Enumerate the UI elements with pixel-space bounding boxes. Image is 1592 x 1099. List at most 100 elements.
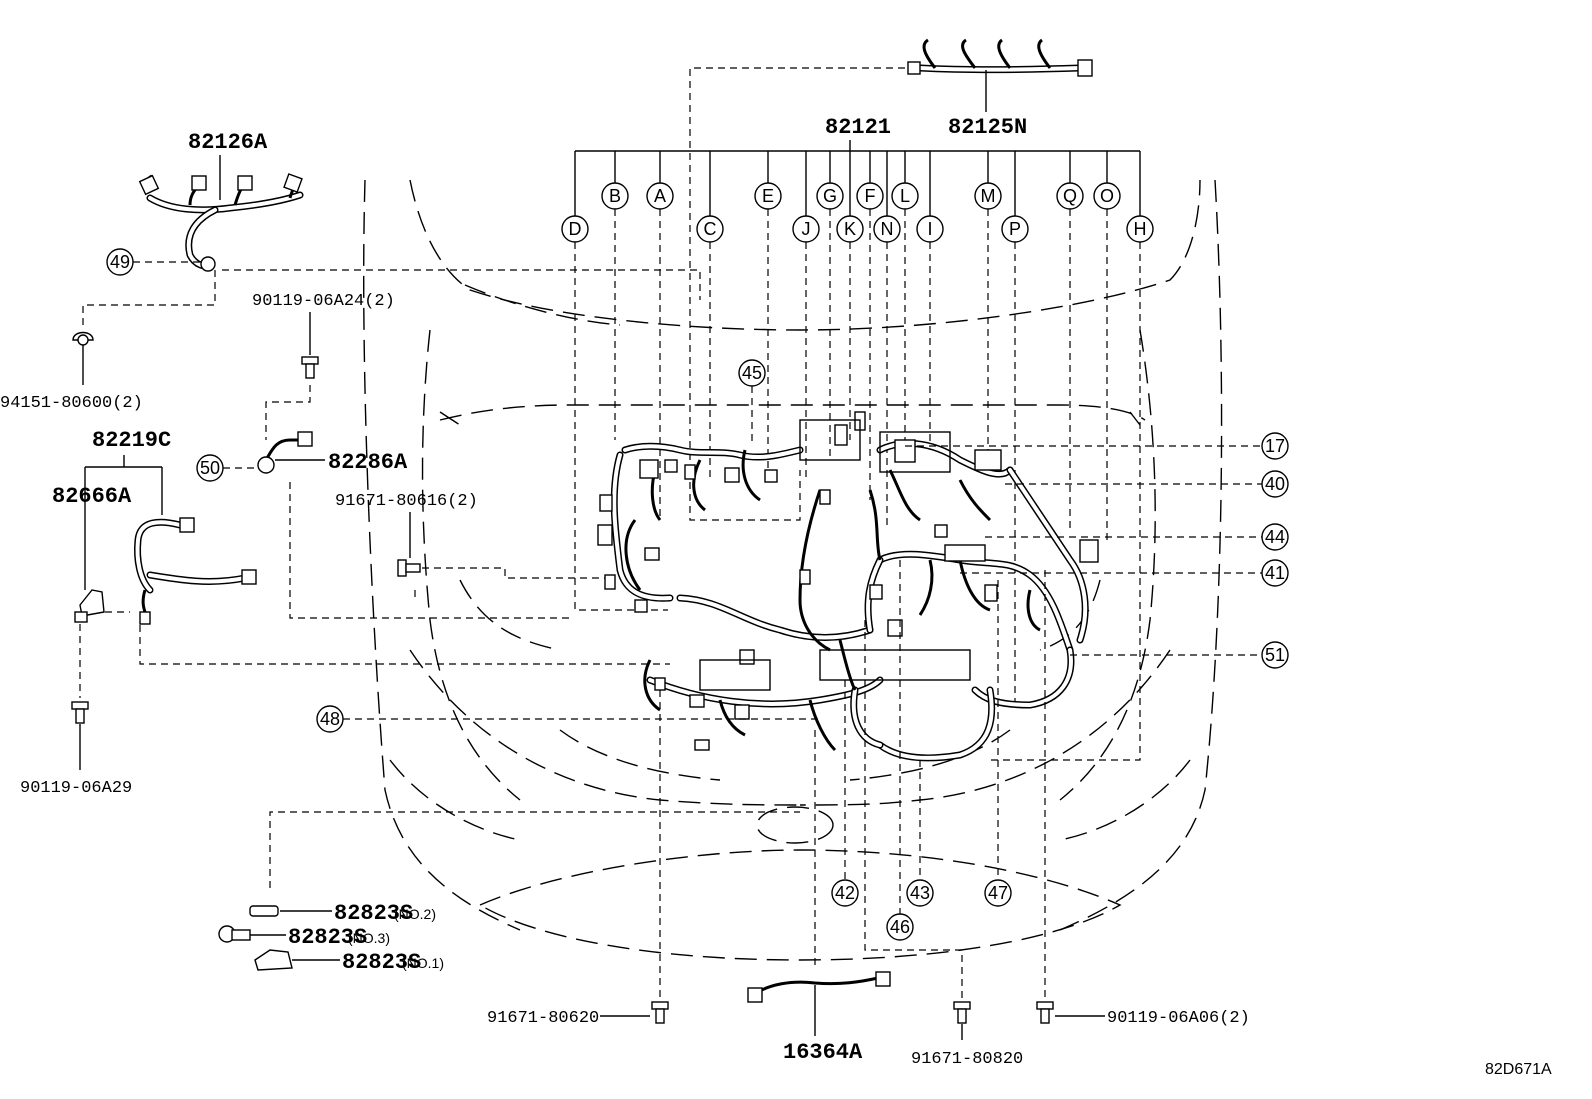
connector-k: K — [836, 215, 864, 243]
svg-text:J: J — [802, 219, 811, 239]
connector-d: D — [561, 215, 589, 243]
callout-42: 42 — [831, 680, 859, 907]
harness-82219c — [74, 455, 257, 625]
note-no3: (NO.3) — [348, 930, 390, 946]
callout-17: 17 — [905, 432, 1289, 460]
callout-43: 43 — [906, 760, 934, 907]
connector-m: M — [974, 182, 1002, 210]
svg-text:A: A — [654, 186, 666, 206]
part-90119-06a24-label: 90119-06A24(2) — [252, 292, 395, 311]
svg-text:N: N — [881, 219, 894, 239]
callout-41: 41 — [960, 559, 1289, 587]
connector-leader-lines — [574, 67, 1141, 761]
svg-text:17: 17 — [1265, 436, 1285, 456]
connector-p: P — [1001, 215, 1029, 243]
part-16364a-label: 16364A — [783, 1040, 863, 1065]
part-82823s-no3-label: 82823S — [288, 925, 367, 950]
connector-q: Q — [1056, 182, 1084, 210]
bolt-91671-80820 — [864, 620, 971, 1040]
svg-text:48: 48 — [320, 709, 340, 729]
note-no2: (NO.2) — [394, 906, 436, 922]
svg-text:C: C — [704, 219, 717, 239]
callout-46: 46 — [886, 560, 914, 941]
connector-l: L — [891, 182, 919, 210]
part-94151-80600-label: 94151-80600(2) — [0, 394, 143, 413]
connector-f: F — [856, 182, 884, 210]
clip-94151-80600 — [72, 331, 94, 385]
svg-text:B: B — [609, 186, 621, 206]
vehicle-body-outline — [363, 179, 1223, 961]
sensor-16364a — [747, 730, 891, 1036]
svg-text:42: 42 — [835, 883, 855, 903]
svg-text:45: 45 — [742, 363, 762, 383]
part-91671-80820-label: 91671-80820 — [911, 1050, 1023, 1069]
note-no1: (NO.1) — [402, 955, 444, 971]
connector-letter-circles: D B A C E J G K F N L I M P Q O H — [561, 182, 1154, 243]
connector-b: B — [601, 182, 629, 210]
svg-text:L: L — [900, 186, 910, 206]
svg-text:O: O — [1100, 186, 1114, 206]
svg-text:44: 44 — [1265, 527, 1285, 547]
connector-g: G — [816, 182, 844, 210]
part-82121-label: 82121 — [825, 115, 891, 140]
connector-c: C — [696, 215, 724, 243]
svg-text:46: 46 — [890, 917, 910, 937]
connector-i: I — [916, 215, 944, 243]
connector-o: O — [1093, 182, 1121, 210]
connector-e: E — [754, 182, 782, 210]
callout-51: 51 — [1070, 641, 1289, 669]
callout-40: 40 — [1005, 470, 1289, 498]
svg-text:M: M — [981, 186, 996, 206]
bolt-91671-80620 — [600, 690, 669, 1024]
part-82823s-no2-label: 82823S — [334, 901, 413, 926]
svg-text:G: G — [823, 186, 837, 206]
svg-text:50: 50 — [200, 458, 220, 478]
bolt-91671-80616 — [397, 512, 421, 577]
svg-text:K: K — [844, 219, 856, 239]
engine-wire-harness — [597, 411, 1099, 762]
clip-82823s-no1 — [254, 949, 340, 971]
connector-h: H — [1126, 215, 1154, 243]
callout-48: 48 — [316, 705, 820, 733]
part-82126a-label: 82126A — [188, 130, 268, 155]
bolt-90119-06a06 — [1036, 570, 1105, 1024]
bolt-90119-06a29 — [71, 701, 89, 770]
part-91671-80616-label: 91671-80616(2) — [335, 492, 478, 511]
connector-bracket-82121 — [574, 140, 1141, 216]
svg-text:E: E — [762, 186, 774, 206]
svg-text:P: P — [1009, 219, 1021, 239]
svg-text:41: 41 — [1265, 563, 1285, 583]
part-90119-06a29-label: 90119-06A29 — [20, 779, 132, 798]
svg-text:51: 51 — [1265, 645, 1285, 665]
clip-82823s-no3 — [218, 925, 286, 943]
bolt-90119-06a24 — [301, 312, 319, 379]
callout-45: 45 — [738, 359, 766, 445]
svg-text:D: D — [569, 219, 582, 239]
svg-text:Q: Q — [1063, 186, 1077, 206]
part-82666a-label: 82666A — [52, 484, 132, 509]
part-91671-80620-label: 91671-80620 — [487, 1009, 599, 1028]
connector-j: J — [792, 215, 820, 243]
svg-text:47: 47 — [988, 883, 1008, 903]
callout-49: 49 — [106, 248, 200, 276]
part-82125n-label: 82125N — [948, 115, 1027, 140]
svg-text:40: 40 — [1265, 474, 1285, 494]
callout-50: 50 — [196, 454, 258, 482]
connector-n: N — [873, 215, 901, 243]
callout-47: 47 — [984, 580, 1012, 907]
part-90119-06a06-label: 90119-06A06(2) — [1107, 1009, 1250, 1028]
svg-text:H: H — [1134, 219, 1147, 239]
svg-text:F: F — [865, 186, 876, 206]
callout-44: 44 — [985, 523, 1289, 551]
svg-text:49: 49 — [110, 252, 130, 272]
bracket-82286a — [257, 431, 325, 474]
part-82823s-no1-label: 82823S — [342, 950, 421, 975]
part-82219c-label: 82219C — [92, 428, 171, 453]
svg-text:I: I — [927, 219, 932, 239]
connector-a: A — [646, 182, 674, 210]
harness-82126a — [138, 155, 304, 272]
svg-text:43: 43 — [910, 883, 930, 903]
part-82286a-label: 82286A — [328, 450, 408, 475]
clip-82823s-no2 — [249, 905, 332, 917]
